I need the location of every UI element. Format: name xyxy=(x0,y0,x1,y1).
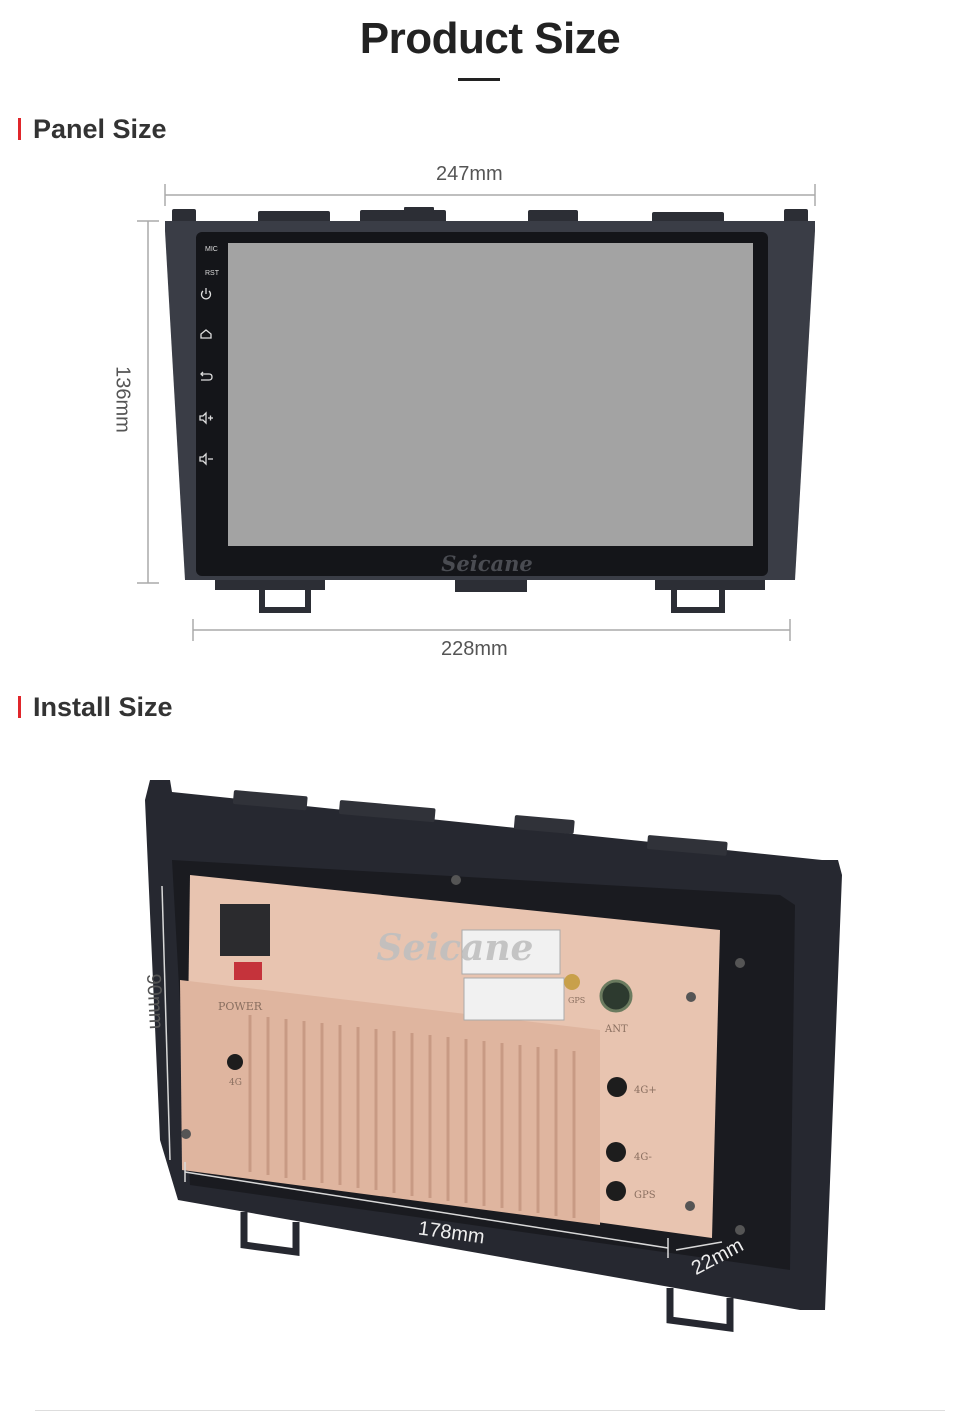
panel-top-clips xyxy=(172,207,808,223)
4g-minus-port xyxy=(606,1142,626,1162)
install-height-dimension xyxy=(161,885,171,1161)
install-size-heading: Install Size xyxy=(18,692,173,723)
heatsink-fins xyxy=(248,1015,576,1218)
mic-label: MIC xyxy=(205,246,218,253)
panel-size-heading-text: Panel Size xyxy=(33,114,167,144)
4g-minus-label: 4G- xyxy=(634,1152,652,1163)
gps-bottom-label: GPS xyxy=(634,1190,656,1201)
install-top-clips xyxy=(232,790,728,856)
ant-port xyxy=(599,979,633,1013)
bottom-divider xyxy=(35,1410,945,1411)
ant-label: ANT xyxy=(604,1024,628,1035)
page-title: Product Size xyxy=(359,14,621,63)
home-icon[interactable] xyxy=(200,329,212,339)
title-underline xyxy=(458,78,500,81)
panel-bottom-tab-center xyxy=(455,580,527,592)
power-label: POWER xyxy=(218,1000,263,1013)
panel-bottom-tab-right xyxy=(655,580,765,590)
gps-bottom-port xyxy=(606,1181,626,1201)
install-brand-watermark: Seicane xyxy=(377,927,534,969)
panel-width-top-dimension xyxy=(164,184,816,206)
4g-plus-port xyxy=(607,1077,627,1097)
power-icon[interactable] xyxy=(200,288,212,300)
panel-size-figure: MIC RST Seicane xyxy=(137,184,816,641)
fuse xyxy=(234,962,262,980)
4g-side-port xyxy=(227,1054,243,1070)
power-connector xyxy=(220,904,270,956)
panel-width-bottom-label: 228mm xyxy=(441,638,508,660)
screws xyxy=(181,875,745,1235)
gps-port xyxy=(564,974,580,990)
install-depth-dimension xyxy=(675,1241,723,1251)
gps-top-label: GPS xyxy=(568,996,585,1005)
4g-side-label: 4G xyxy=(229,1078,242,1088)
install-size-heading-text: Install Size xyxy=(33,692,173,722)
accent-bar xyxy=(18,118,21,140)
volume-down-icon[interactable] xyxy=(199,452,213,466)
panel-bottom-brackets xyxy=(259,582,725,613)
panel-height-dimension xyxy=(137,220,159,584)
panel-height-label: 136mm xyxy=(111,366,134,433)
install-size-figure: POWER GPS ANT 4G+ 4G- GPS 4G Seicane xyxy=(145,780,842,1332)
panel-screen xyxy=(228,243,753,546)
install-bottom-brackets xyxy=(240,1212,734,1332)
panel-size-heading: Panel Size xyxy=(18,114,167,145)
panel-brand-logo: Seicane xyxy=(441,551,533,576)
accent-bar xyxy=(18,696,21,718)
back-icon[interactable] xyxy=(200,371,213,381)
rst-label: RST xyxy=(205,270,220,277)
volume-up-icon[interactable] xyxy=(199,411,213,425)
harness-connector-top xyxy=(461,929,561,975)
4g-plus-label: 4G+ xyxy=(634,1085,657,1096)
install-width-dimension xyxy=(184,1162,669,1258)
panel-bottom-tab-left xyxy=(215,580,325,590)
panel-width-bottom-dimension xyxy=(192,619,791,641)
install-height-label: 90mm xyxy=(142,973,167,1030)
panel-width-top-label: 247mm xyxy=(436,163,503,185)
harness-connector-bottom xyxy=(463,977,565,1021)
